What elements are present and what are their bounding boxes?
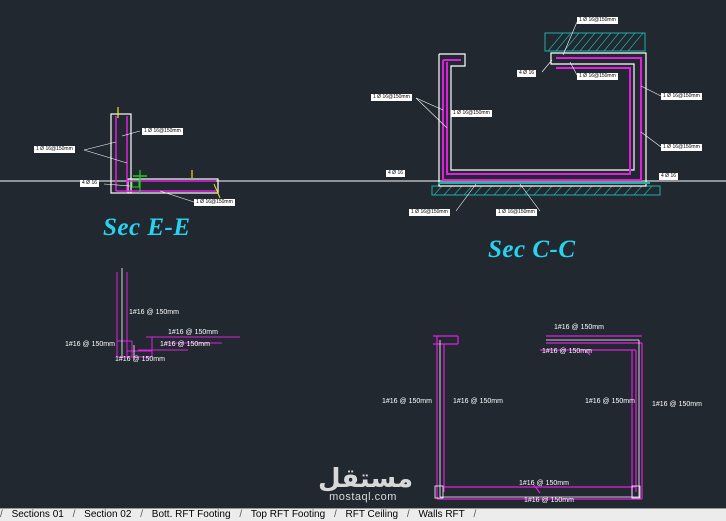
tab-sections-01[interactable]: Sections 01	[11, 509, 64, 520]
tab-divider: /	[406, 509, 410, 520]
sec-cc-title: Sec C-C	[488, 236, 576, 263]
rebar-callout: 1 Ø 16@150mm	[409, 209, 450, 216]
rebar-callout: 4 Ø 16	[517, 70, 537, 77]
tab-divider: /	[239, 509, 243, 520]
rebar-callout: 1 Ø 16@150mm	[496, 209, 537, 216]
box-section-detail	[433, 335, 643, 500]
tab-rft-ceiling[interactable]: RFT Ceiling	[345, 509, 399, 520]
tab-divider: /	[333, 509, 337, 520]
rebar-dimension: 1#16 @ 150mm	[542, 348, 592, 355]
tab-walls-rft[interactable]: Walls RFT	[418, 509, 465, 520]
layout-tab-bar: / Sections 01 / Section 02 / Bott. RFT F…	[0, 508, 726, 521]
rebar-callout: 4 Ø 16	[386, 170, 406, 177]
tab-divider: /	[72, 509, 76, 520]
sec-ee-drawing	[83, 107, 221, 203]
rebar-callout: 1 Ø 16@150mm	[577, 17, 618, 24]
watermark-arabic: مستقل	[318, 464, 414, 494]
rebar-callout: 1 Ø 16@150mm	[371, 94, 412, 101]
wall-footing-detail	[116, 272, 240, 358]
rebar-dimension: 1#16 @ 150mm	[524, 497, 574, 504]
rebar-dimension: 1#16 @ 150mm	[554, 324, 604, 331]
rebar-callout: 1 Ø 16@150mm	[142, 128, 183, 135]
rebar-dimension: 1#16 @ 150mm	[160, 341, 210, 348]
rebar-callout: 1 Ø 16@150mm	[34, 146, 75, 153]
rebar-dimension: 1#16 @ 150mm	[129, 309, 179, 316]
rebar-dimension: 1#16 @ 150mm	[652, 401, 702, 408]
rebar-callout: 1 Ø 16@150mm	[577, 73, 618, 80]
rebar-dimension: 1#16 @ 150mm	[115, 356, 165, 363]
rebar-callout: 4 Ø 16	[80, 180, 100, 187]
rebar-callout: 1 Ø 16@150mm	[194, 199, 235, 206]
rebar-dimension: 1#16 @ 150mm	[453, 398, 503, 405]
rebar-dimension: 1#16 @ 150mm	[382, 398, 432, 405]
tab-top-rft-footing[interactable]: Top RFT Footing	[250, 509, 326, 520]
tab-bott-rft-footing[interactable]: Bott. RFT Footing	[151, 509, 231, 520]
rebar-dimension: 1#16 @ 150mm	[519, 480, 569, 487]
mostaql-watermark: مستقل mostaql.com	[318, 464, 414, 503]
tab-divider: /	[473, 509, 477, 520]
cad-drawing-canvas[interactable]: Sec E-E Sec C-C 1 Ø 16@150mm 1 Ø 16@150m…	[0, 0, 726, 508]
watermark-latin: mostaql.com	[329, 491, 397, 503]
rebar-dimension: 1#16 @ 150mm	[65, 341, 115, 348]
rebar-callout: 1 Ø 16@150mm	[661, 93, 702, 100]
tab-divider: /	[0, 509, 3, 520]
sec-cc-drawing	[415, 21, 662, 212]
rebar-callout: 1 Ø 16@150mm	[451, 110, 492, 117]
sec-ee-title: Sec E-E	[103, 214, 191, 241]
tab-section-02[interactable]: Section 02	[84, 509, 132, 520]
rebar-callout: 1 Ø 16@150mm	[661, 144, 702, 151]
drawing-geometry	[0, 21, 726, 500]
rebar-dimension: 1#16 @ 150mm	[168, 329, 218, 336]
rebar-callout: 4 Ø 16	[659, 173, 679, 180]
tab-divider: /	[140, 509, 143, 520]
rebar-dimension: 1#16 @ 150mm	[585, 398, 635, 405]
